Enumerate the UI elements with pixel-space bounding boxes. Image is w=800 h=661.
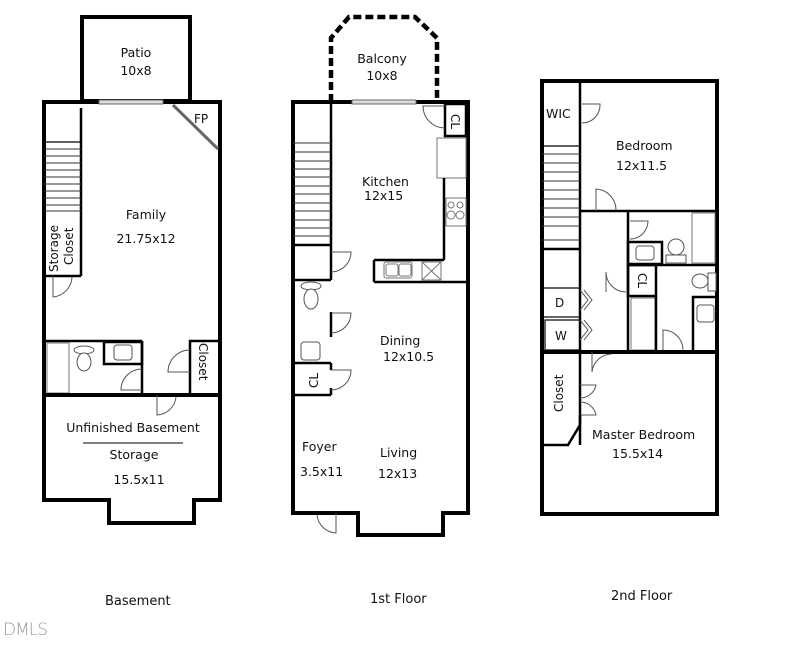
bedroom-dims: 12x11.5 <box>616 158 667 173</box>
balcony-dims: 10x8 <box>366 68 397 83</box>
first-floor-plan <box>291 14 470 537</box>
stairs-icon <box>44 148 81 212</box>
dining-dims: 12x10.5 <box>383 349 434 364</box>
room-labels: Patio 10x8 FP Family 21.75x12 Storage Cl… <box>47 45 695 487</box>
refrigerator <box>436 137 467 179</box>
closet-label: Closet <box>196 343 210 381</box>
basement-outline <box>42 100 222 525</box>
watermark-logo: DMLS <box>3 620 48 640</box>
living-label: Living <box>380 445 417 460</box>
family-label: Family <box>126 207 167 222</box>
balcony-label: Balcony <box>357 51 407 66</box>
kitchen-closet-label: CL <box>448 114 462 129</box>
storage-closet-label-1: Storage <box>47 225 61 272</box>
fireplace-label: FP <box>194 112 208 126</box>
bedroom-door <box>595 188 617 211</box>
foyer-dims: 3.5x11 <box>300 464 343 479</box>
master-closet-label: Closet <box>552 374 566 412</box>
dishwasher-icon <box>421 261 442 281</box>
second-floor-title: 2nd Floor <box>611 589 673 604</box>
foyer-label: Foyer <box>302 439 337 454</box>
first-floor-outline <box>291 100 470 537</box>
storage-closet-label-2: Closet <box>62 227 76 265</box>
toilet-icon <box>667 238 685 256</box>
fireplace <box>171 103 220 151</box>
kitchen-sink-icon <box>383 261 413 279</box>
bathtub-icon <box>46 342 70 394</box>
laundry-bifold-door <box>579 319 593 341</box>
hall-door <box>605 271 627 293</box>
toilet-icon <box>691 273 709 289</box>
master-bath-door <box>662 329 684 351</box>
washer-label: W <box>555 329 567 343</box>
bathtub-icon <box>691 212 716 264</box>
sink-icon <box>635 245 655 261</box>
toilet-icon <box>76 352 92 372</box>
sliding-door <box>351 99 417 105</box>
hall-closet-label: CL <box>307 373 321 388</box>
bathtub-icon <box>630 297 656 351</box>
bath-door <box>120 368 143 391</box>
wic-door <box>581 103 601 124</box>
sink-icon <box>300 341 321 361</box>
wic-label: WIC <box>546 106 571 121</box>
dryer-label: D <box>555 296 564 310</box>
sink-icon <box>113 344 133 361</box>
basement-title: Basement <box>105 594 171 609</box>
laundry-bifold-door <box>579 289 593 311</box>
sink-icon <box>696 304 715 323</box>
storage-label: Storage <box>110 447 159 462</box>
living-dims: 12x13 <box>378 466 417 481</box>
linen-closet-label: CL <box>635 273 649 288</box>
patio-dims: 10x8 <box>120 63 151 78</box>
storage-door <box>156 395 177 416</box>
master-door <box>591 352 613 373</box>
bath-door <box>629 220 649 240</box>
powder-room-door <box>330 312 352 334</box>
dining-label: Dining <box>380 333 420 348</box>
sliding-door <box>98 99 164 105</box>
master-bedroom-label: Master Bedroom <box>592 427 695 442</box>
closet-door <box>167 349 191 373</box>
storage-closet-door <box>52 276 73 298</box>
kitchen-dims: 12x15 <box>364 188 403 203</box>
kitchen-closet-door <box>422 105 446 129</box>
master-closet-doors <box>579 384 597 416</box>
master-closet-wall <box>542 415 582 447</box>
stove-icon <box>445 197 467 227</box>
bedroom-label: Bedroom <box>616 138 673 153</box>
balcony-outline <box>328 14 440 102</box>
master-bedroom-dims: 15.5x14 <box>612 446 663 461</box>
front-door <box>316 513 337 534</box>
kitchen-label: Kitchen <box>362 174 409 189</box>
unfinished-basement-label: Unfinished Basement <box>66 420 200 435</box>
stairs-icon <box>293 142 331 237</box>
second-floor-plan <box>540 79 719 516</box>
stairs-icon <box>542 153 580 241</box>
patio-label: Patio <box>121 45 152 60</box>
powder-room-door-upper <box>330 251 352 273</box>
family-dims: 21.75x12 <box>116 231 175 246</box>
storage-dims: 15.5x11 <box>113 472 164 487</box>
hall-closet-door <box>330 369 352 391</box>
basement-plan <box>42 15 222 525</box>
toilet-icon <box>303 288 319 310</box>
first-floor-title: 1st Floor <box>370 592 427 607</box>
